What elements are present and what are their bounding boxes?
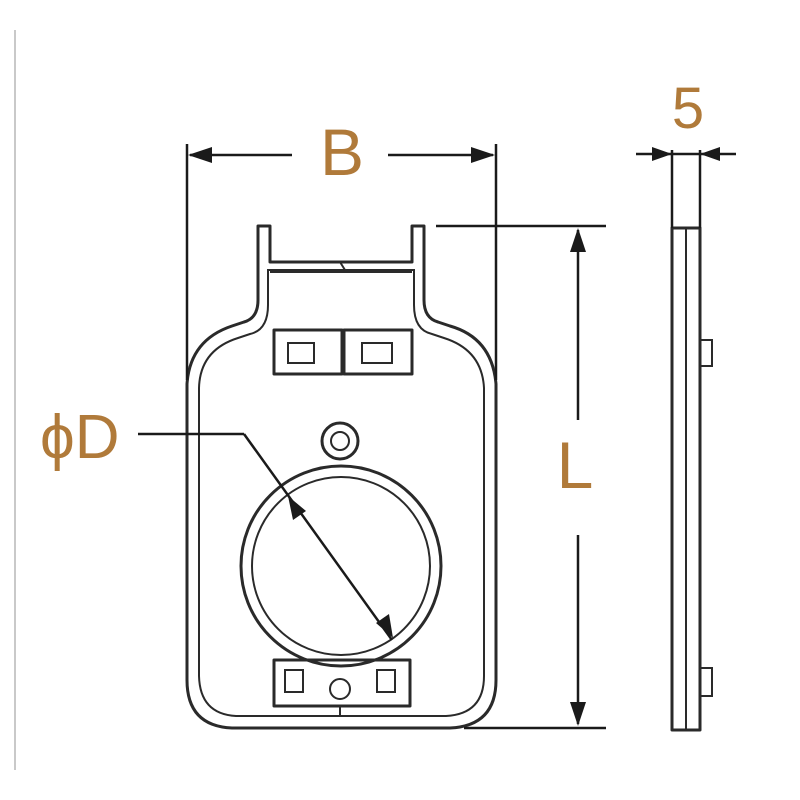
side-view bbox=[670, 150, 713, 732]
l-arrow-bottom bbox=[570, 702, 586, 726]
bottom-slot-left bbox=[284, 669, 304, 693]
b-label: B bbox=[320, 115, 364, 189]
d-arrow-top bbox=[288, 496, 306, 520]
thickness-label: 5 bbox=[672, 76, 704, 141]
bottom-slot-right bbox=[376, 669, 396, 693]
eyelet-hole bbox=[330, 431, 350, 451]
b-arrow-right bbox=[471, 147, 495, 163]
upper-slot-left bbox=[287, 342, 315, 364]
front-view bbox=[185, 224, 498, 730]
ring-outer bbox=[239, 464, 443, 668]
bottom-hole bbox=[329, 678, 351, 700]
d-arrow-bottom bbox=[376, 614, 393, 638]
ring-inner bbox=[251, 476, 431, 656]
dimension-thickness: 5 bbox=[636, 76, 736, 161]
top-notch bbox=[339, 261, 346, 271]
thickness-arrow-right bbox=[700, 147, 720, 161]
d-leader-diagonal bbox=[242, 433, 394, 641]
plate-outline bbox=[185, 224, 498, 730]
dimension-b: B bbox=[185, 115, 498, 380]
l-label: L bbox=[557, 428, 594, 502]
side-boss-top bbox=[699, 339, 713, 367]
dimension-diameter: ϕD bbox=[40, 403, 394, 641]
dimension-l: L bbox=[436, 224, 606, 730]
d-label: ϕD bbox=[40, 403, 120, 472]
plate-inner-outline bbox=[198, 269, 485, 717]
thickness-arrow-left bbox=[652, 147, 672, 161]
upper-block-right bbox=[342, 328, 414, 376]
b-arrow-left bbox=[188, 147, 212, 163]
side-boss-bottom bbox=[699, 667, 713, 697]
bottom-block bbox=[272, 658, 412, 708]
upper-block-left bbox=[272, 328, 344, 376]
l-arrow-top bbox=[570, 228, 586, 252]
eyelet-outer bbox=[320, 421, 360, 461]
upper-slot-right bbox=[361, 342, 393, 364]
